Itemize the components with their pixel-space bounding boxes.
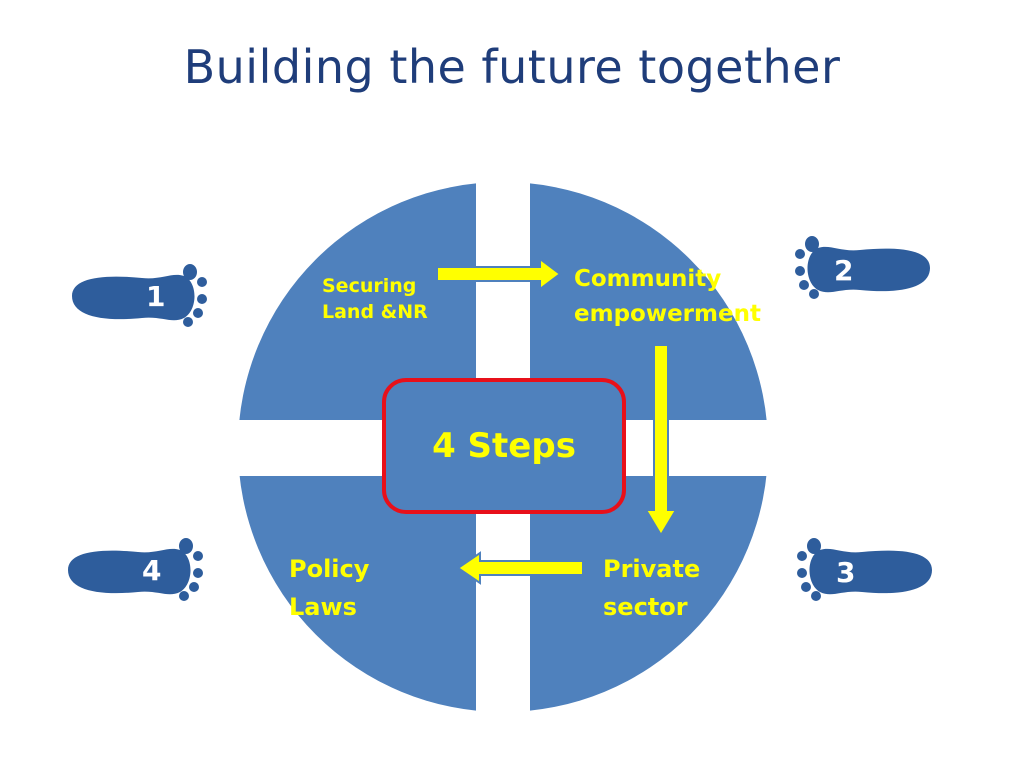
label-policy-laws: Policy Laws bbox=[289, 550, 369, 627]
label-line: empowerment bbox=[574, 300, 761, 327]
label-securing-land: Securing Land &NR bbox=[322, 274, 428, 325]
footprint-3-icon bbox=[797, 538, 932, 601]
footprint-4-icon bbox=[68, 538, 203, 601]
step-number-3: 3 bbox=[836, 556, 856, 589]
slide-title: Building the future together bbox=[183, 40, 841, 94]
footprint-2-icon bbox=[795, 236, 930, 299]
label-community-empowerment: Community empowerment bbox=[574, 262, 761, 331]
arrow-down bbox=[644, 344, 678, 537]
arrow-left bbox=[456, 551, 584, 585]
label-line: Land &NR bbox=[322, 300, 428, 323]
label-line: sector bbox=[603, 593, 688, 622]
label-line: Private bbox=[603, 555, 701, 583]
label-private-sector: Private sector bbox=[603, 550, 700, 627]
center-label: 4 Steps bbox=[432, 426, 576, 466]
footprint-1-icon bbox=[72, 264, 207, 327]
step-number-4: 4 bbox=[142, 554, 162, 587]
step-number-2: 2 bbox=[834, 254, 854, 287]
label-line: Policy bbox=[289, 555, 370, 583]
center-box bbox=[382, 378, 626, 514]
arrow-right bbox=[436, 257, 562, 291]
label-line: Laws bbox=[289, 593, 357, 622]
label-line: Securing bbox=[322, 275, 417, 297]
label-line: Community bbox=[574, 266, 722, 292]
step-number-1: 1 bbox=[146, 280, 166, 313]
